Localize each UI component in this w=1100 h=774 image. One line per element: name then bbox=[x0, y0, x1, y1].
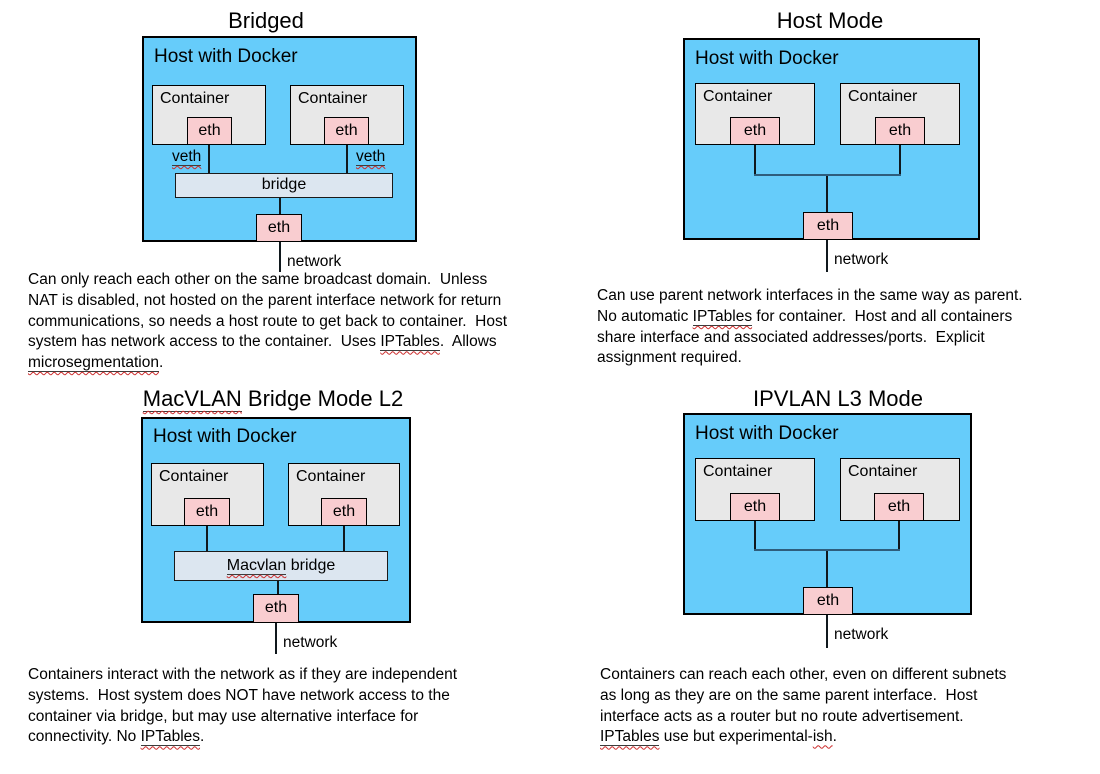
host-box-label: Host with Docker bbox=[154, 46, 298, 67]
connector-line bbox=[754, 521, 756, 551]
veth-label: veth bbox=[356, 148, 386, 166]
network-line bbox=[279, 242, 281, 272]
container-box: Container bbox=[840, 458, 960, 521]
connector-line bbox=[754, 174, 901, 176]
veth-label: veth bbox=[172, 148, 202, 166]
panel-title-ipvlan: IPVLAN L3 Mode bbox=[753, 386, 923, 411]
connector-line bbox=[343, 526, 345, 551]
network-line bbox=[275, 623, 277, 654]
eth-interface-box: eth bbox=[875, 117, 925, 145]
eth-interface-box: eth bbox=[324, 117, 369, 145]
host-eth-box: eth bbox=[803, 587, 853, 615]
bridge-box: bridge bbox=[175, 173, 393, 198]
description-macvlan: Containers interact with the network as … bbox=[28, 666, 458, 747]
host-box-label: Host with Docker bbox=[695, 423, 839, 444]
connector-line bbox=[754, 145, 756, 175]
host-box-label: Host with Docker bbox=[695, 48, 839, 69]
connector-line bbox=[899, 145, 901, 175]
connector-line bbox=[826, 176, 828, 212]
container-label: Container bbox=[159, 468, 229, 485]
host-eth-box: eth bbox=[256, 214, 302, 242]
container-label: Container bbox=[848, 88, 918, 105]
connector-line bbox=[826, 551, 828, 587]
network-label: network bbox=[283, 634, 338, 651]
container-label: Container bbox=[160, 90, 230, 107]
description-bridged: Can only reach each other on the same br… bbox=[28, 271, 508, 373]
connector-line bbox=[208, 145, 210, 173]
container-label: Container bbox=[298, 90, 368, 107]
eth-interface-box: eth bbox=[321, 498, 367, 526]
container-label: Container bbox=[848, 463, 918, 480]
connector-line bbox=[206, 526, 208, 551]
eth-interface-box: eth bbox=[730, 493, 780, 521]
host-box-label: Host with Docker bbox=[153, 426, 297, 447]
eth-interface-box: eth bbox=[730, 117, 780, 145]
container-label: Container bbox=[703, 463, 773, 480]
eth-interface-box: eth bbox=[874, 493, 924, 521]
network-line bbox=[826, 615, 828, 648]
connector-line bbox=[277, 581, 279, 594]
panel-title-macvlan: MacVLAN Bridge Mode L2 bbox=[142, 386, 404, 412]
eth-interface-box: eth bbox=[187, 117, 232, 145]
host-eth-box: eth bbox=[253, 594, 299, 623]
container-label: Container bbox=[296, 468, 366, 485]
network-label: network bbox=[834, 626, 889, 643]
panel-title-bridged: Bridged bbox=[228, 8, 304, 33]
connector-line bbox=[754, 549, 900, 551]
macvlan-bridge-box: Macvlan bridge bbox=[174, 551, 388, 581]
eth-interface-box: eth bbox=[184, 498, 230, 526]
network-label: network bbox=[287, 253, 342, 270]
description-ipvlan: Containers can reach each other, even on… bbox=[600, 666, 1007, 747]
connector-line bbox=[898, 521, 900, 551]
host-eth-box: eth bbox=[803, 212, 853, 240]
container-label: Container bbox=[703, 88, 773, 105]
connector-line bbox=[346, 145, 348, 173]
panel-title-host-mode: Host Mode bbox=[776, 8, 884, 33]
network-line bbox=[826, 240, 828, 272]
network-label: network bbox=[834, 251, 889, 268]
description-host-mode: Can use parent network interfaces in the… bbox=[597, 287, 1023, 367]
connector-line bbox=[279, 198, 281, 214]
